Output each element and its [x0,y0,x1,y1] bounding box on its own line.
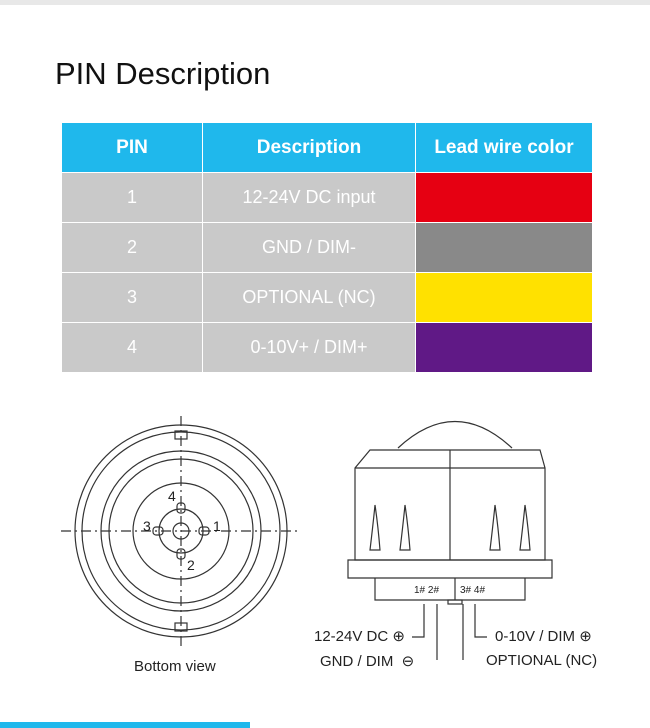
top-border [0,0,650,5]
pin-number: 4 [62,323,202,372]
pin-description: OPTIONAL (NC) [203,273,415,322]
pin-3-4-markers: 3# 4# [460,585,485,596]
pin-4-label: 4 [168,488,176,504]
table-header: PIN Description Lead wire color [62,123,592,172]
callout-0-10v: 0-10V / DIM ⊕ [495,628,592,645]
pin-number: 3 [62,273,202,322]
bottom-view-diagram: 4 1 3 2 [61,416,301,649]
pin-3-label: 3 [143,518,151,534]
pin-description: GND / DIM- [203,223,415,272]
pin-1-2-markers: 1# 2# [414,585,439,596]
callout-gnd-dim: GND / DIM ⊖ [320,653,415,670]
header-lead-color: Lead wire color [416,123,592,172]
pin-2-label: 2 [187,557,195,573]
lead-wire-swatch [416,323,592,372]
lead-wire-swatch [416,223,592,272]
header-description: Description [203,123,415,172]
header-pin: PIN [62,123,202,172]
side-view-diagram: 1# 2# 3# 4# [347,420,553,660]
pin-number: 1 [62,173,202,222]
page-title: PIN Description [55,56,271,91]
lead-wire-swatch [416,173,592,222]
pin-description: 12-24V DC input [203,173,415,222]
pin-number: 2 [62,223,202,272]
bottom-accent-bar [0,722,250,728]
callout-12-24v: 12-24V DC ⊕ [314,628,405,645]
bottom-view-caption: Bottom view [134,658,216,675]
pin-description: 0-10V+ / DIM+ [203,323,415,372]
callout-optional: OPTIONAL (NC) [486,652,598,669]
pin-1-label: 1 [213,518,221,534]
lead-wire-swatch [416,273,592,322]
